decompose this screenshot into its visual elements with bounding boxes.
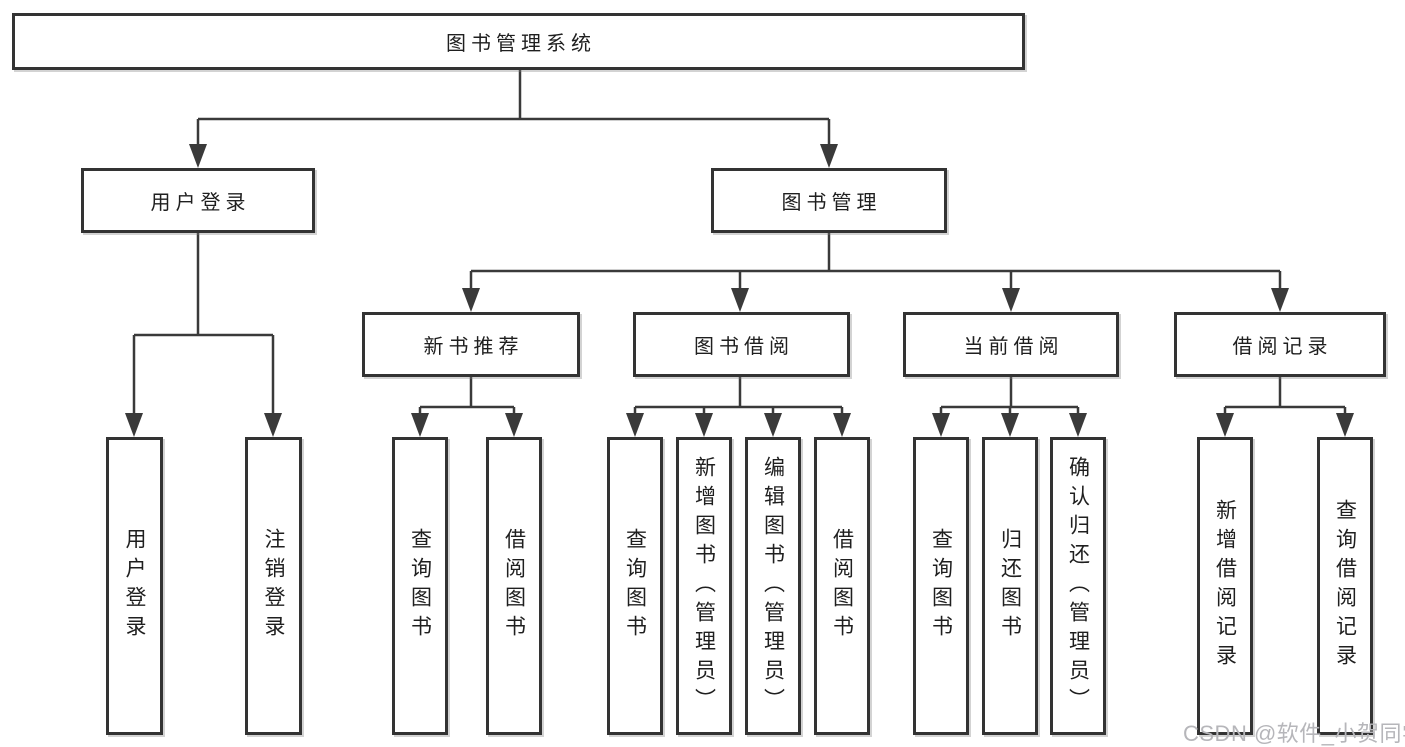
watermark: CSDN @软件_小贺同学 [1183, 721, 1405, 746]
arrowheads [125, 144, 1354, 437]
node-user-login: 用户登录 [81, 168, 315, 233]
node-book-management: 图书管理 [711, 168, 947, 233]
leaf-add-borrow-record: 新增借阅记录 [1197, 437, 1253, 735]
leaf-logout: 注销登录 [245, 437, 302, 735]
node-new-book-recommend: 新书推荐 [362, 312, 580, 377]
leaf-user-login: 用户登录 [106, 437, 163, 735]
leaf-return-book: 归还图书 [982, 437, 1038, 735]
node-root: 图书管理系统 [12, 13, 1025, 70]
node-book-borrow: 图书借阅 [633, 312, 850, 377]
leaf-query-book-current: 查询图书 [913, 437, 969, 735]
leaf-borrow-book: 借阅图书 [814, 437, 870, 735]
leaf-confirm-return-admin: 确认归还（管理员） [1050, 437, 1106, 735]
leaf-query-borrow-record: 查询借阅记录 [1317, 437, 1373, 735]
leaf-query-book-borrow: 查询图书 [607, 437, 663, 735]
leaf-query-book-recommend: 查询图书 [392, 437, 448, 735]
node-current-borrow: 当前借阅 [903, 312, 1119, 377]
leaf-edit-book-admin: 编辑图书（管理员） [745, 437, 801, 735]
node-borrow-record: 借阅记录 [1174, 312, 1386, 377]
leaf-borrow-book-recommend: 借阅图书 [486, 437, 542, 735]
leaf-add-book-admin: 新增图书（管理员） [676, 437, 732, 735]
